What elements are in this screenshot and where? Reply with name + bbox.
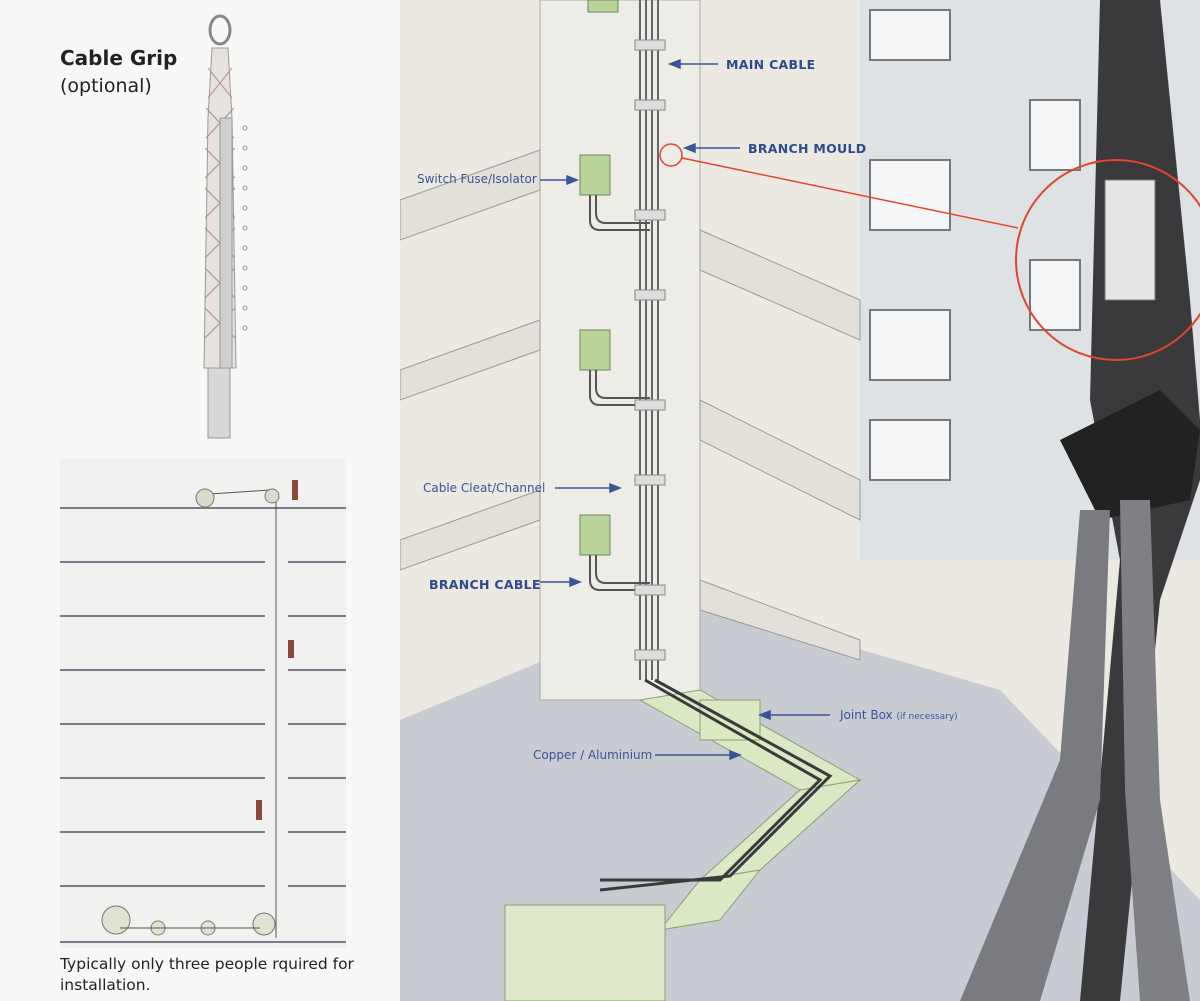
- switch-fuse-label: Switch Fuse/Isolator: [417, 172, 537, 186]
- copper-aluminium-label: Copper / Aluminium: [533, 748, 653, 762]
- installation-caption: Typically only three people rquired for …: [60, 955, 354, 994]
- building-illustration: [400, 0, 1200, 1001]
- branch-mould-label: BRANCH MOULD: [748, 141, 867, 156]
- joint-box-text: Joint Box: [840, 708, 893, 722]
- installation-diagram: [60, 458, 346, 948]
- cable-cleat-label: Cable Cleat/Channel: [423, 481, 546, 495]
- left-panel: Cable Grip (optional): [0, 0, 400, 1001]
- joint-box-note: (if necessary): [896, 712, 958, 722]
- cable-grip-subtitle: (optional): [60, 75, 152, 97]
- cable-grip-illustration: [203, 14, 248, 439]
- main-cable-label: MAIN CABLE: [726, 57, 816, 72]
- cable-grip-title: Cable Grip: [60, 46, 178, 70]
- joint-box-label: Joint Box (if necessary): [840, 708, 958, 722]
- branch-cable-label: BRANCH CABLE: [429, 577, 541, 592]
